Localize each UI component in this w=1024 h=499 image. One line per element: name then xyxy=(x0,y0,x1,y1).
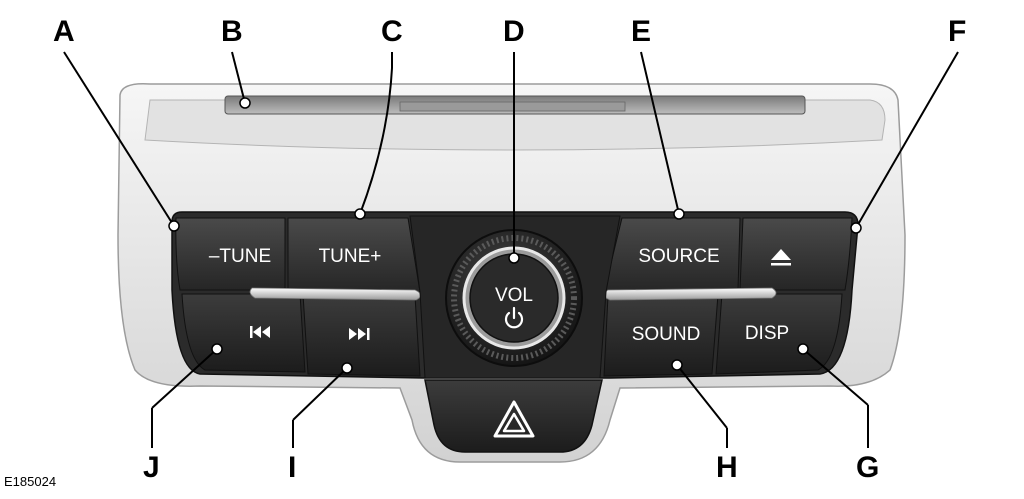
leader-g2 xyxy=(802,348,869,406)
leader-c xyxy=(359,52,393,215)
leader-e xyxy=(640,51,680,215)
leader-i2 xyxy=(292,367,348,421)
chrome-bar-left xyxy=(249,287,422,301)
skip-back-icon xyxy=(250,326,270,338)
seek-back-button-shape[interactable] xyxy=(181,293,306,373)
callout-i: I xyxy=(288,451,297,484)
callout-e: E xyxy=(631,15,652,48)
skip-forward-icon xyxy=(349,328,370,340)
disp-label: DISP xyxy=(745,323,789,344)
leader-b xyxy=(231,51,246,104)
leader-h2 xyxy=(676,364,728,429)
sound-label: SOUND xyxy=(632,324,701,345)
callout-d: D xyxy=(503,15,525,48)
display-strip xyxy=(399,101,626,112)
tune-up-label: TUNE+ xyxy=(319,246,382,267)
vol-label: VOL xyxy=(495,285,533,306)
eject-button-shape[interactable] xyxy=(739,217,853,291)
callout-f: F xyxy=(948,15,967,48)
callout-b: B xyxy=(221,15,243,48)
disp-button-shape[interactable] xyxy=(715,293,843,375)
leader-dots xyxy=(168,97,862,374)
callout-h: H xyxy=(716,451,738,484)
callout-j: J xyxy=(143,451,160,484)
leader-lines xyxy=(63,51,959,448)
leader-a xyxy=(63,51,175,227)
leader-f xyxy=(855,51,959,229)
figure-id: E185024 xyxy=(4,474,57,489)
source-label: SOURCE xyxy=(638,246,719,267)
chrome-bar-right xyxy=(603,287,777,301)
tune-down-label: –TUNE xyxy=(209,246,271,267)
leader-j2 xyxy=(151,348,218,409)
callout-g: G xyxy=(856,451,880,484)
hazard-warning-icon xyxy=(493,400,535,438)
power-icon xyxy=(504,306,524,329)
callout-a: A xyxy=(53,15,75,48)
callout-c: C xyxy=(381,15,403,48)
eject-icon xyxy=(771,249,791,266)
volume-knob-grip xyxy=(451,235,577,361)
